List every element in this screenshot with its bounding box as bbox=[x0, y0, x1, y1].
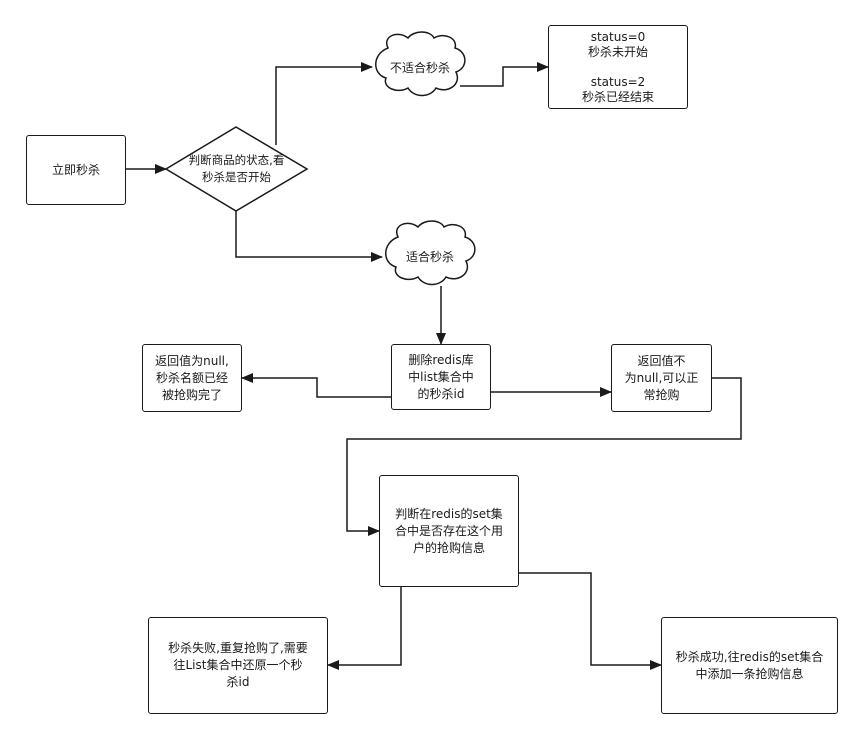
cloud-not-suitable-shape bbox=[375, 31, 466, 97]
suitable-label: 适合秒杀 bbox=[405, 249, 454, 264]
not-null-result-label: 返回值不 为null,可以正 常抢购 bbox=[624, 353, 699, 402]
delete-id-label: 删除redis库 中list集合中 的秒杀id bbox=[408, 352, 474, 401]
start-label: 立即秒杀 bbox=[51, 162, 100, 177]
check-set-node: 判断在redis的set集 合中是否存在这个用 户的抢购信息 bbox=[379, 475, 519, 587]
edge-delete-null bbox=[241, 373, 391, 398]
edge-notnull-check bbox=[346, 377, 742, 536]
status-info-node: status=0 秒杀未开始 status=2 秒杀已经结束 bbox=[548, 25, 688, 109]
edge-not-suitable-status bbox=[460, 62, 549, 87]
check-set-label: 判断在redis的set集 合中是否存在这个用 户的抢购信息 bbox=[394, 506, 503, 555]
null-result-node: 返回值为null, 秒杀名额已经 被抢购完了 bbox=[142, 344, 242, 412]
not-suitable-label: 不适合秒杀 bbox=[389, 60, 450, 75]
edge-decision-not-suitable bbox=[275, 62, 373, 145]
not-null-result-node: 返回值不 为null,可以正 常抢购 bbox=[611, 344, 712, 412]
null-result-label: 返回值为null, 秒杀名额已经 被抢购完了 bbox=[155, 353, 229, 402]
cloud-suitable-shape bbox=[385, 220, 476, 286]
start-node: 立即秒杀 bbox=[26, 135, 126, 205]
success-node: 秒杀成功,往redis的set集合 中添加一条抢购信息 bbox=[661, 617, 838, 714]
delete-id-node: 删除redis库 中list集合中 的秒杀id bbox=[391, 344, 491, 410]
success-label: 秒杀成功,往redis的set集合 中添加一条抢购信息 bbox=[675, 649, 824, 681]
decision-label: 判断商品的状态,看 秒杀是否开始 bbox=[188, 153, 285, 184]
fail-node: 秒杀失败,重复抢购了,需要 往List集合中还原一个秒 杀id bbox=[148, 617, 328, 714]
fail-label: 秒杀失败,重复抢购了,需要 往List集合中还原一个秒 杀id bbox=[168, 641, 308, 689]
edge-decision-suitable bbox=[235, 211, 383, 262]
status-info-label: status=0 秒杀未开始 status=2 秒杀已经结束 bbox=[581, 29, 654, 104]
connectors bbox=[126, 62, 742, 670]
edge-check-fail bbox=[327, 587, 402, 670]
edge-check-success bbox=[519, 572, 662, 670]
